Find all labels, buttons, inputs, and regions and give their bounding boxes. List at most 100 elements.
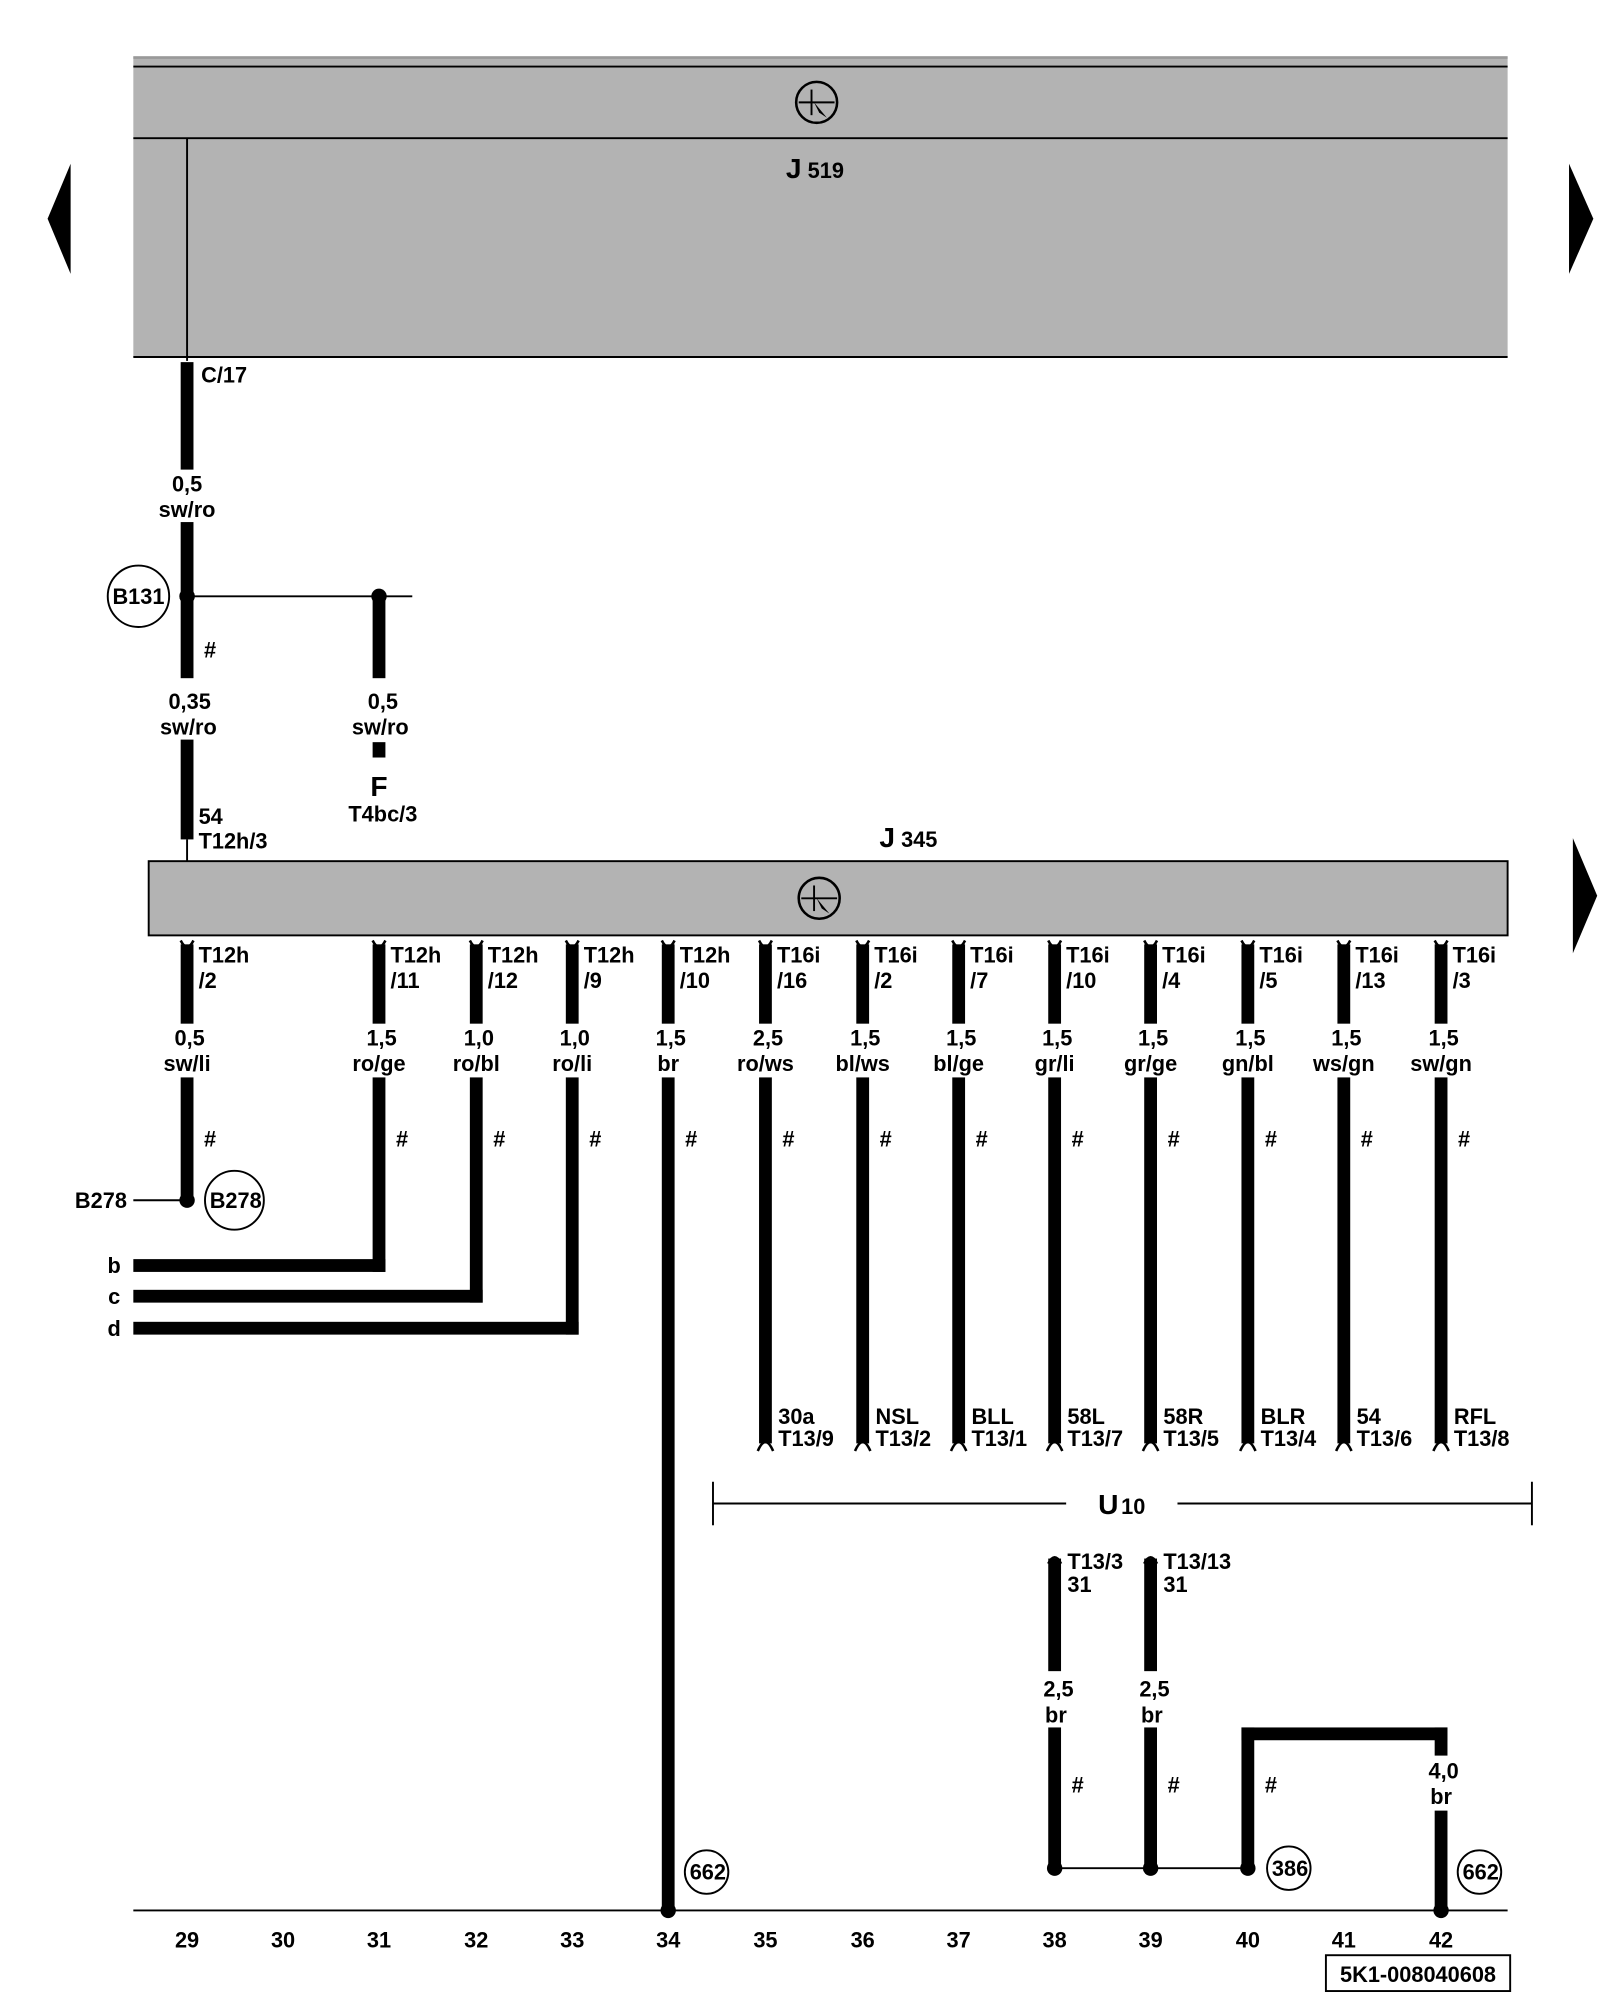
wire — [1434, 944, 1448, 1024]
terminal-pin: T13/7 — [1067, 1426, 1123, 1451]
wire-size: 0,5 — [368, 689, 398, 714]
next-page-icon-2[interactable] — [1572, 838, 1598, 954]
wire — [565, 1077, 579, 1335]
connector-label: T16i — [1259, 942, 1303, 967]
connector-pin: /11 — [391, 968, 420, 993]
terminal-label: 30a — [778, 1404, 815, 1429]
j519-label: J — [786, 153, 802, 184]
wire-color: gn/bl — [1222, 1051, 1274, 1076]
next-page-icon[interactable] — [1569, 163, 1594, 274]
track-number: 34 — [656, 1928, 680, 1953]
connector-label: T16i — [1453, 942, 1497, 967]
connector-f-pin: T4bc/3 — [348, 801, 417, 826]
track-number: 32 — [464, 1928, 488, 1953]
connector-pin: /10 — [1066, 968, 1096, 993]
wire-color: ro/ge — [352, 1051, 405, 1076]
connector-label: T16i — [777, 942, 821, 967]
wire-color: br — [1430, 1784, 1452, 1809]
wire-color: bl/ge — [933, 1051, 984, 1076]
u10-sub: 10 — [1121, 1494, 1145, 1519]
ground-point-662[interactable] — [683, 1849, 730, 1895]
j345-pin-terminal: 54 — [199, 804, 223, 829]
control-unit-j519[interactable]: J 519 — [133, 56, 1508, 358]
wire-color: gr/li — [1035, 1051, 1075, 1076]
terminal-pin: T13/8 — [1454, 1426, 1510, 1451]
connector-label: T16i — [1066, 942, 1110, 967]
component-u10: U 10 — [712, 1481, 1533, 1526]
wire-column: T12h/101,5br# — [656, 939, 731, 1919]
wire — [759, 944, 772, 1024]
connector-label: T12h — [680, 942, 731, 967]
wire-size: 0,5 — [175, 1025, 205, 1050]
hash-mark: # — [976, 1127, 988, 1152]
wire — [1241, 944, 1255, 1024]
wire-color: ws/gn — [1312, 1051, 1375, 1076]
wire-column: T12h/20,5sw/li# — [163, 939, 249, 1201]
wire-color: br — [1141, 1702, 1163, 1727]
track-number: 33 — [560, 1928, 584, 1953]
track-number: 29 — [175, 1928, 199, 1953]
connector-pin-icon — [1432, 1440, 1450, 1452]
wire-size: 0,5 — [172, 471, 202, 496]
terminal-pin: T13/2 — [875, 1426, 931, 1451]
connector-pin: /16 — [777, 968, 807, 993]
wire — [180, 944, 194, 1024]
hash-mark: # — [396, 1127, 408, 1152]
connector-pin: /12 — [488, 968, 518, 993]
ground-point-386[interactable] — [1266, 1845, 1312, 1891]
connector-pin-icon — [1141, 1440, 1160, 1452]
wire-size: 1,5 — [1331, 1025, 1361, 1050]
hash-mark: # — [685, 1127, 697, 1152]
wire-size: 4,0 — [1429, 1759, 1459, 1784]
connector-pin: /5 — [1259, 968, 1277, 993]
b278-label: B278 — [75, 1188, 127, 1213]
splice-b278[interactable] — [204, 1169, 265, 1231]
control-unit-j345[interactable]: J 345 — [147, 822, 1509, 937]
wire-size: 1,5 — [366, 1025, 396, 1050]
wire-size: 1,5 — [946, 1025, 976, 1050]
ground-wires — [1046, 1556, 1449, 1919]
hash-mark: # — [1361, 1127, 1373, 1152]
connector-pin: /13 — [1355, 968, 1385, 993]
wire-size: 2,5 — [1139, 1677, 1169, 1702]
wire — [1434, 1077, 1448, 1444]
wire-column: T12h/121,0ro/bl# — [453, 939, 539, 1303]
wire — [1048, 1077, 1062, 1444]
connector-pin-icon — [756, 1440, 775, 1452]
connector-label: T12h — [391, 942, 442, 967]
wire-b-label: b — [107, 1253, 120, 1278]
connector-pin-icon — [949, 1440, 968, 1452]
connector-label: T12h — [488, 942, 539, 967]
terminal-pin: T13/6 — [1357, 1426, 1413, 1451]
hash-mark: # — [204, 1127, 216, 1152]
connector-pin-icon — [1334, 1440, 1353, 1452]
control-unit-icon — [797, 876, 841, 921]
wire — [759, 1077, 772, 1444]
wire — [1337, 1077, 1351, 1444]
terminal-label: NSL — [875, 1404, 919, 1429]
splice-b131[interactable] — [106, 564, 171, 628]
previous-page-icon[interactable] — [47, 163, 71, 274]
wire — [1144, 944, 1158, 1024]
wire-color: br — [1045, 1702, 1067, 1727]
hash-mark: # — [1072, 1773, 1084, 1798]
wire-size: 2,5 — [753, 1025, 783, 1050]
ground-terminal: 31 — [1163, 1572, 1187, 1597]
wire — [952, 944, 966, 1024]
connector-pin-icon — [853, 1440, 872, 1452]
terminal-label: 54 — [1357, 1404, 1381, 1429]
hash-mark: # — [782, 1127, 794, 1152]
wire — [565, 944, 579, 1024]
terminal-label: 58R — [1163, 1404, 1203, 1429]
wire-size: 1,5 — [1235, 1025, 1265, 1050]
connector-label: T16i — [874, 942, 918, 967]
splice-b131-label: B131 — [112, 584, 164, 609]
ground-point-label: 662 — [1463, 1860, 1499, 1885]
ground-point-662[interactable] — [1456, 1849, 1503, 1895]
track-number: 41 — [1332, 1928, 1356, 1953]
